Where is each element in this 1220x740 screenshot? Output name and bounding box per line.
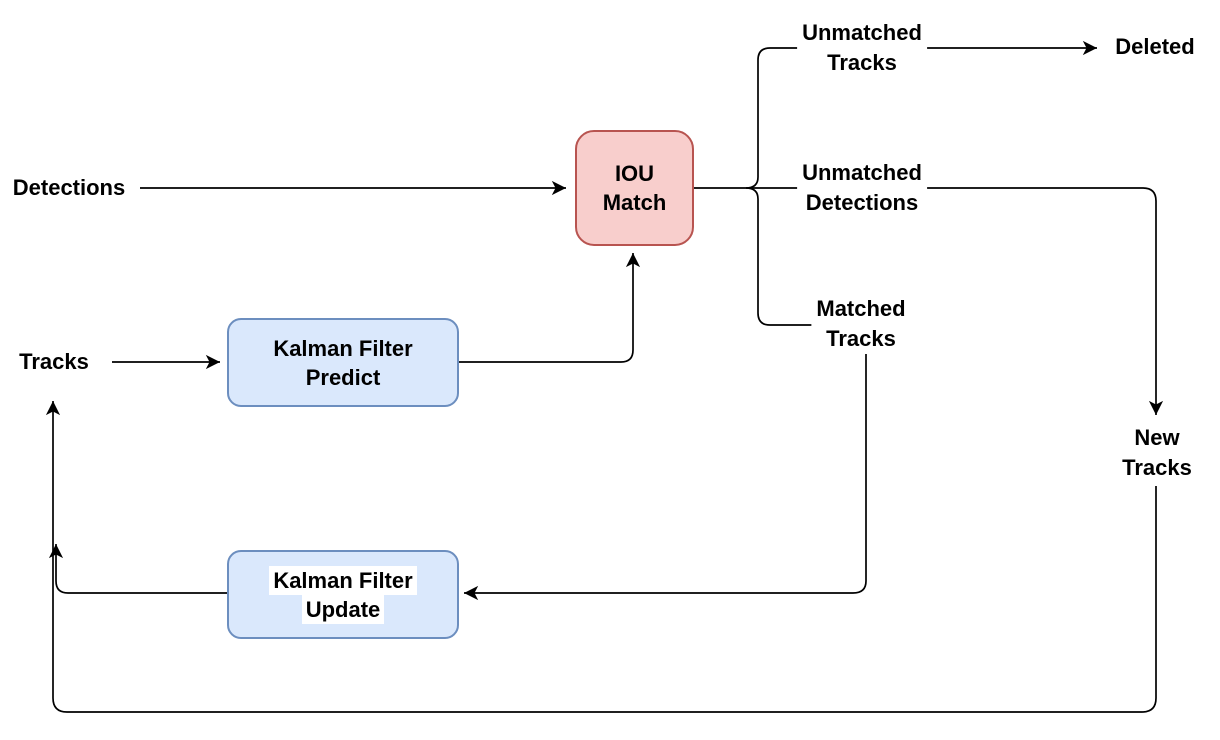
kalman-update-label: Kalman Filter Update xyxy=(228,551,458,638)
kalman-predict-box xyxy=(227,318,459,407)
unmatched-detections-line1: Unmatched xyxy=(802,160,922,185)
edge-matched-tracks-to-update xyxy=(464,324,867,601)
kalman-predict-label-line2: Predict xyxy=(305,364,381,390)
edge-predict-to-iou xyxy=(458,252,641,363)
edge-update-to-tracks xyxy=(48,544,228,594)
edge-new-tracks-loop-to-tracks xyxy=(45,401,1157,713)
kalman-predict-label: Kalman Filter Predict xyxy=(228,319,458,406)
deleted-label: Deleted xyxy=(1115,34,1195,59)
matched-tracks-line2: Tracks xyxy=(826,326,896,351)
kalman-update-label-line2: Update xyxy=(301,594,385,624)
iou-match-label-line1: IOU xyxy=(614,161,655,186)
matched-tracks-line1: Matched xyxy=(816,296,906,321)
unmatched-tracks-line2: Tracks xyxy=(827,50,897,75)
new-tracks-label-line1: New xyxy=(1134,425,1180,450)
new-tracks-label: New Tracks xyxy=(1122,423,1192,483)
matched-tracks-edge-label: Matched Tracks xyxy=(811,294,911,354)
new-tracks-label-line2: Tracks xyxy=(1122,455,1192,480)
split-brace xyxy=(745,47,771,326)
iou-match-label-line2: Match xyxy=(602,190,667,215)
detections-label: Detections xyxy=(12,175,126,200)
edge-unmatched-detections-to-new-tracks xyxy=(744,187,1164,415)
unmatched-tracks-edge-label: Unmatched Tracks xyxy=(797,18,927,78)
iou-match-label: IOU Match xyxy=(576,131,693,245)
kalman-predict-label-line1: Kalman Filter xyxy=(273,335,413,361)
iou-match-box xyxy=(575,130,694,246)
unmatched-detections-edge-label: Unmatched Detections xyxy=(797,158,927,218)
tracks-label: Tracks xyxy=(19,349,89,374)
unmatched-tracks-line1: Unmatched xyxy=(802,20,922,45)
unmatched-detections-line2: Detections xyxy=(805,190,919,215)
kalman-update-label-line1: Kalman Filter xyxy=(269,565,417,595)
